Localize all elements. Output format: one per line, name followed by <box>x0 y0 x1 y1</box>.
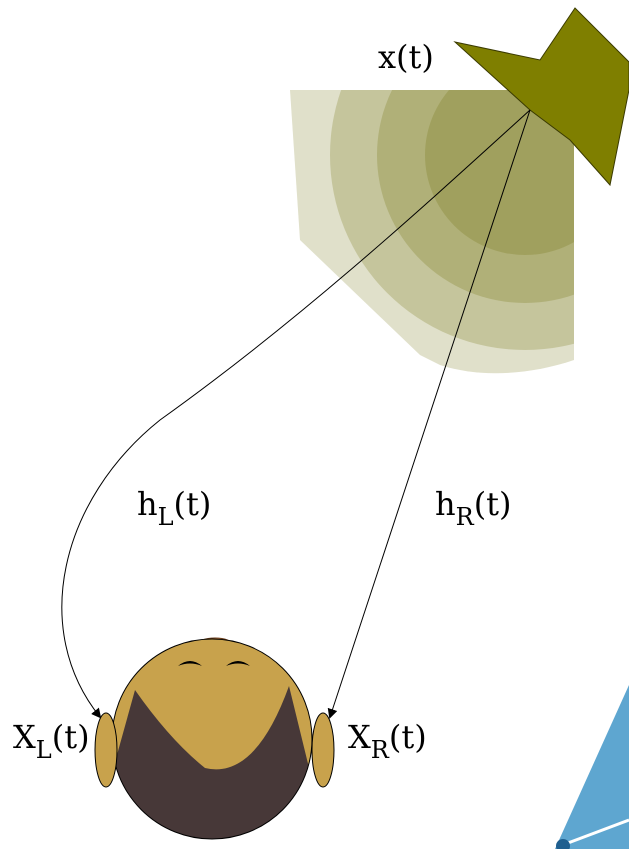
right-path-subscript: R <box>456 503 475 531</box>
speaker-body <box>453 7 629 187</box>
corner-triangle <box>555 685 629 849</box>
left-path-label: hL(t) <box>137 485 211 531</box>
left-path-symbol: h <box>137 485 158 523</box>
right-path-arrow <box>327 109 531 719</box>
left-ear-label: XL(t) <box>13 718 90 764</box>
wave-ring-outer <box>290 90 574 374</box>
source-label: x(t) <box>378 38 434 76</box>
left-path-subscript: L <box>158 503 174 531</box>
right-ear-symbol: X <box>348 718 371 756</box>
wave-ring-3 <box>330 90 574 350</box>
left-eye <box>178 661 202 666</box>
corner-dot <box>556 839 570 849</box>
corner-line <box>559 818 629 848</box>
right-ear <box>311 712 335 788</box>
right-path-arg: (t) <box>474 485 512 523</box>
left-path-arrow <box>61 109 531 719</box>
right-ear-arg: (t) <box>389 718 427 756</box>
right-ear-subscript: R <box>371 736 390 764</box>
listener-head-icon <box>94 637 335 840</box>
right-path-symbol: h <box>435 485 456 523</box>
right-path-label: hR(t) <box>435 485 512 531</box>
wave-ring-inner <box>425 90 574 255</box>
wave-ring-2 <box>377 90 574 303</box>
left-ear <box>94 712 118 788</box>
corner-shape <box>555 685 629 849</box>
left-ear-subscript: L <box>36 736 52 764</box>
loudspeaker-icon <box>453 7 629 187</box>
right-eye <box>226 661 250 666</box>
right-ear-label: XR(t) <box>348 718 427 764</box>
hair <box>112 686 312 839</box>
sound-waves <box>290 90 574 374</box>
left-ear-arg: (t) <box>52 718 90 756</box>
left-path-arg: (t) <box>174 485 212 523</box>
left-ear-symbol: X <box>13 718 36 756</box>
